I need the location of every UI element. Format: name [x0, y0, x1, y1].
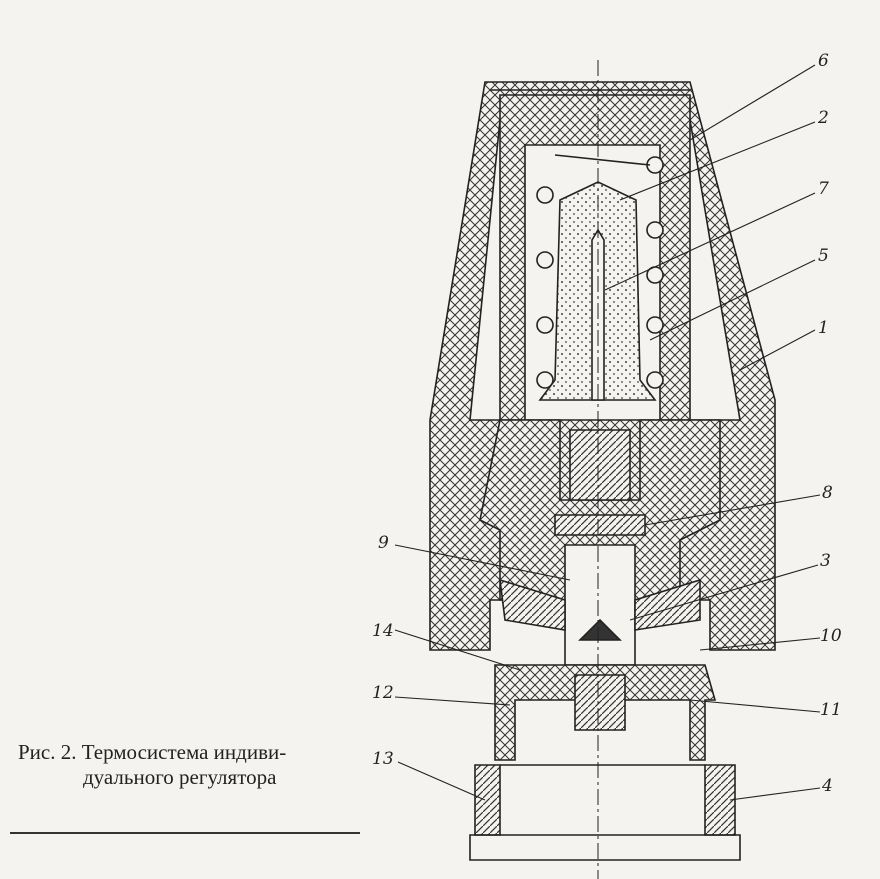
- caption-line-2: дуального регулятора: [83, 765, 277, 789]
- label-14: 14: [372, 621, 394, 641]
- label-11: 11: [820, 700, 842, 720]
- label-7: 7: [818, 179, 829, 199]
- label-6: 6: [818, 51, 829, 71]
- caption-line-1: Рис. 2. Термосистема индиви-: [18, 740, 287, 764]
- label-13: 13: [372, 749, 394, 769]
- middle-body: [479, 419, 721, 601]
- label-5: 5: [818, 246, 829, 266]
- label-2: 2: [817, 108, 829, 128]
- part-labels: 6 2 7 5 1 8 9 3 14 10 12 11 13 4: [372, 51, 842, 796]
- lower-sleeve: [494, 664, 717, 761]
- label-12: 12: [372, 683, 394, 703]
- label-8: 8: [822, 483, 833, 503]
- divider-rule: [10, 832, 360, 834]
- valve-body: [564, 544, 636, 666]
- label-3: 3: [820, 551, 831, 571]
- disk-8: [554, 514, 646, 536]
- figure-caption: Рис. 2. Термосистема индиви- дуального р…: [18, 740, 286, 790]
- spring: [536, 154, 664, 389]
- label-10: 10: [820, 626, 842, 646]
- nut: [474, 764, 736, 836]
- label-9: 9: [378, 533, 389, 553]
- label-4: 4: [821, 776, 833, 796]
- label-1: 1: [818, 318, 829, 338]
